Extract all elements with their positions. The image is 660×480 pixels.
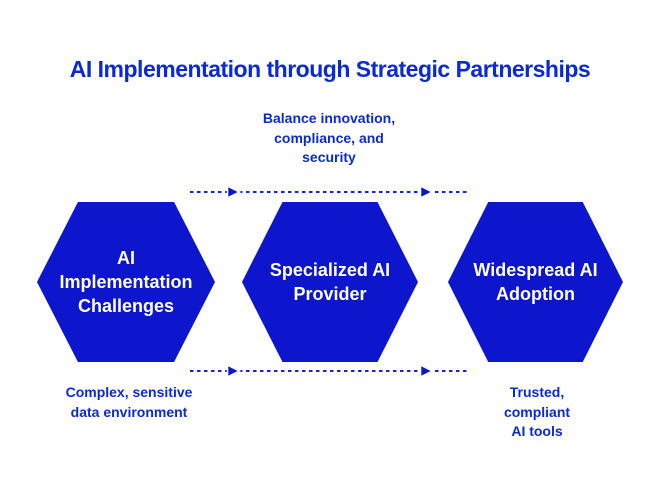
edge-label-complex-sensitive: Complex, sensitive data environment [65, 384, 193, 420]
edge-line-bottom [190, 370, 470, 372]
diagram-title: AI Implementation through Strategic Part… [69, 56, 591, 82]
node-label: Widespread AI Adoption [473, 260, 598, 304]
edge-line-top [190, 191, 470, 193]
node-label: AI Implementation Challenges [59, 248, 193, 316]
arrowhead-icon [226, 364, 241, 378]
node-ai-implementation-challenges: AI Implementation Challenges [37, 202, 215, 362]
edge-label-trusted-compliant: Trusted, compliant AI tools [503, 384, 571, 439]
arrowhead-icon [226, 185, 241, 199]
node-specialized-ai-provider: Specialized AI Provider [242, 202, 418, 362]
arrowhead-icon [419, 185, 434, 199]
edge-label-balance-innovation: Balance innovation, compliance, and secu… [262, 110, 396, 165]
node-widespread-ai-adoption: Widespread AI Adoption [448, 202, 623, 362]
node-label: Specialized AI Provider [269, 260, 391, 304]
arrowhead-icon [419, 364, 434, 378]
